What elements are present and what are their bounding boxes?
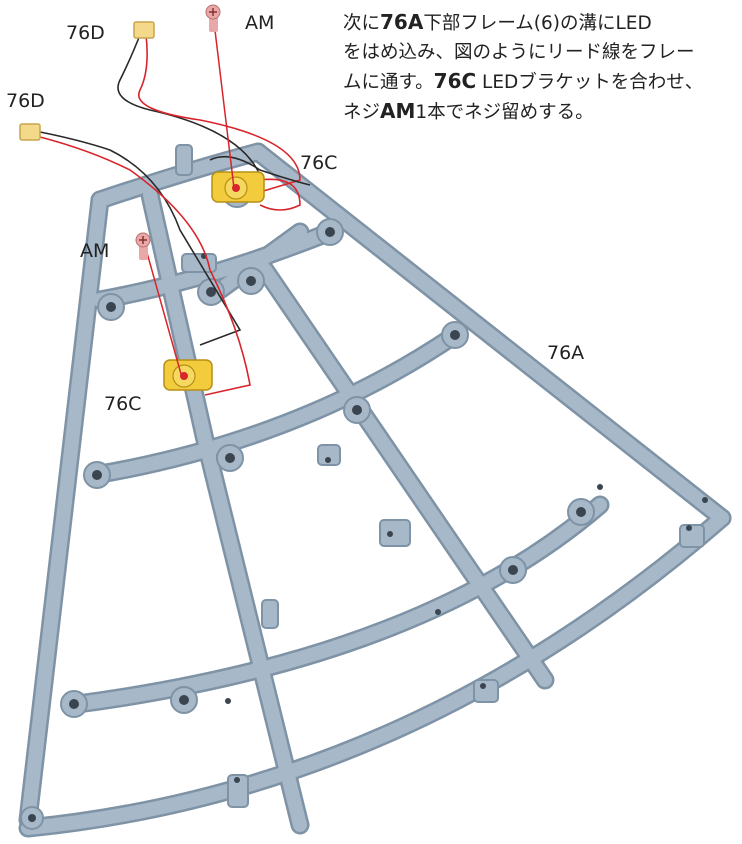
- instruction-text: 次に76A下部フレーム(6)の溝にLED をはめ込み、図のようにリード線をフレー…: [343, 8, 735, 127]
- instruction-text-segment: LEDブラケットを合わせ、: [476, 72, 704, 93]
- label-screw-top: AM: [245, 12, 275, 34]
- connector-76d: [19, 21, 155, 141]
- lead-wires: [39, 34, 311, 396]
- frame-76a: [18, 142, 732, 838]
- instruction-text-segment: ネジ: [343, 102, 381, 123]
- label-bracket-top: 76C: [300, 152, 338, 174]
- label-screw-mid: AM: [80, 240, 110, 262]
- label-connector-left: 76D: [6, 90, 45, 112]
- screw-am: [135, 4, 235, 375]
- instruction-line-3: ムに通す。76C LEDブラケットを合わせ、: [343, 67, 735, 97]
- instruction-text-segment: 1本でネジ留めする。: [415, 102, 594, 123]
- part-number-76a: 76A: [380, 10, 424, 34]
- part-number-76c: 76C: [433, 69, 477, 93]
- instruction-text-segment: 下部フレーム(6)の溝にLED: [423, 13, 652, 34]
- led-bracket-76c: [163, 171, 265, 391]
- instruction-text-segment: 次に: [343, 13, 381, 34]
- part-number-am: AM: [380, 99, 416, 123]
- label-bracket-mid: 76C: [104, 393, 142, 415]
- label-frame-76a: 76A: [547, 342, 585, 364]
- instruction-text-segment: ムに通す。: [343, 72, 434, 93]
- label-connector-top: 76D: [66, 22, 105, 44]
- instruction-line-1: 次に76A下部フレーム(6)の溝にLED: [343, 8, 735, 38]
- instruction-line-4: ネジAM1本でネジ留めする。: [343, 97, 735, 127]
- instruction-line-2: をはめ込み、図のようにリード線をフレー: [343, 42, 695, 63]
